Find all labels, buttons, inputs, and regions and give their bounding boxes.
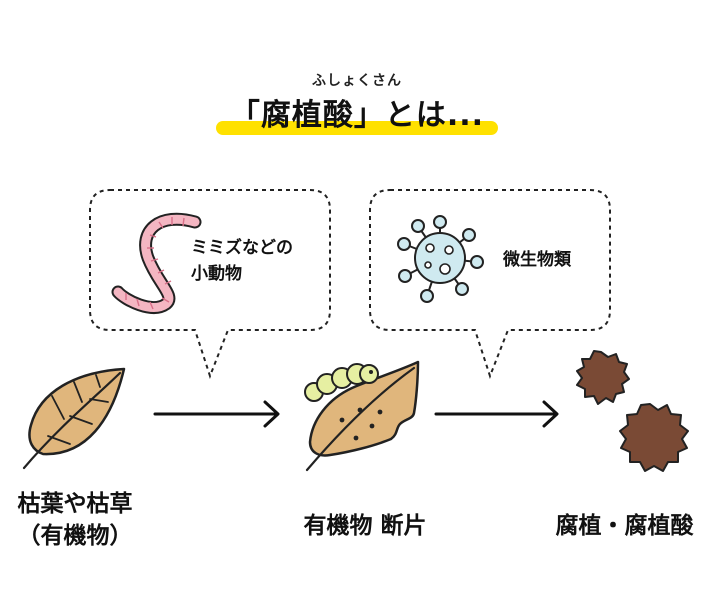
fragment-label: 有機物 断片: [303, 513, 427, 539]
microbe-bubble: [369, 189, 611, 379]
humus-small-icon: [576, 350, 630, 405]
humus-large-icon: [619, 403, 689, 472]
arrow-2-icon: [434, 400, 559, 428]
caterpillar-icon: [304, 363, 379, 402]
title-block: 「腐植酸」とは...: [0, 96, 714, 136]
leaf-label-line2: （有機物）: [17, 523, 133, 549]
humus-label: 腐植・腐植酸: [555, 513, 694, 539]
leaf-label-line1: 枯葉や枯草: [17, 491, 133, 517]
microbe-bubble-text: 微生物類: [503, 250, 571, 270]
leaf-label: 枯葉や枯草 （有機物）: [0, 488, 150, 552]
dead-leaf-icon: [22, 367, 126, 470]
leaf-fragment-icon: [305, 360, 420, 472]
page-title: 「腐植酸」とは...: [215, 96, 499, 136]
arrow-1-icon: [153, 400, 280, 428]
page-title-text: 「腐植酸」とは...: [229, 98, 485, 133]
microbe-icon: [397, 215, 484, 303]
worm-bubble-line1: ミミズなどの: [191, 238, 293, 258]
title-ruby: ふしょくさん: [312, 73, 402, 89]
worm-bubble-line2: 小動物: [191, 264, 242, 284]
worm-bubble-text: ミミズなどの 小動物: [191, 235, 293, 287]
earthworm-icon: [111, 212, 202, 314]
